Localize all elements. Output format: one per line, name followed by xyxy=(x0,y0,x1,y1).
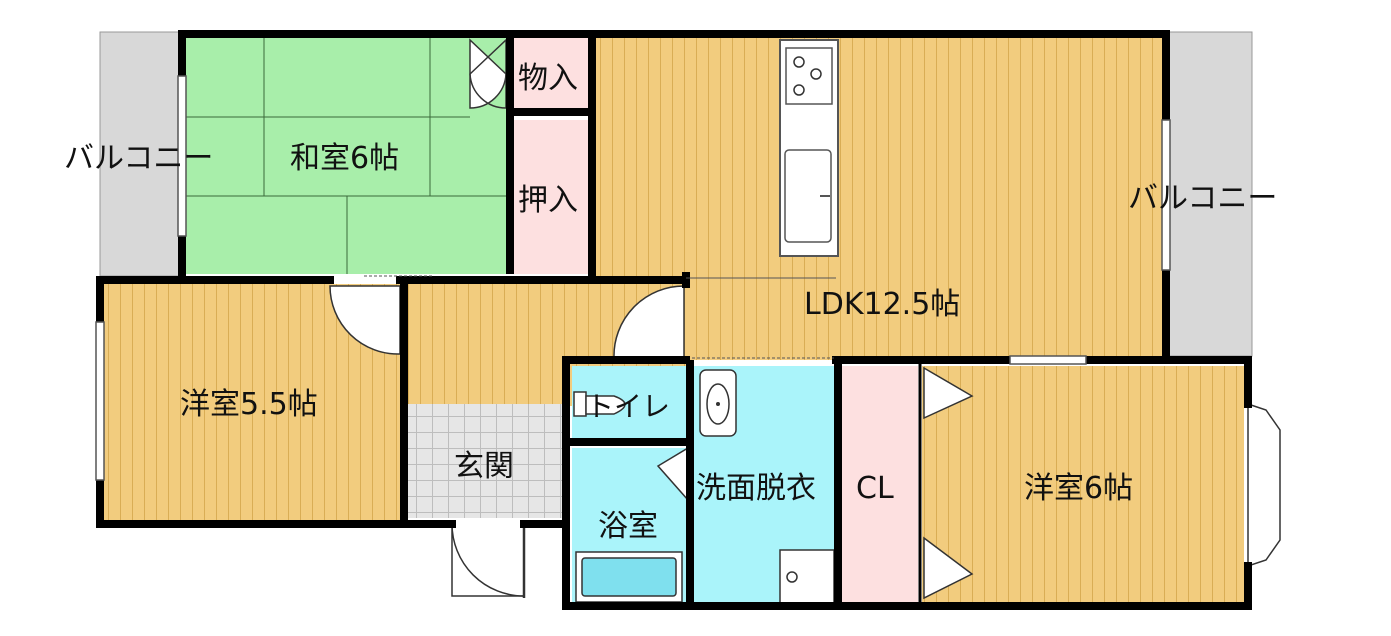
door-swings xyxy=(329,38,685,598)
oshiire-floor xyxy=(514,120,592,274)
ldk-floor-lower xyxy=(686,276,836,360)
genkan-floor xyxy=(408,404,566,518)
bath-label: 浴室 xyxy=(598,509,658,544)
stove-icon xyxy=(785,47,833,105)
tatami-lines xyxy=(186,38,508,274)
oshiire-label: 押入 xyxy=(518,183,578,218)
washitsu-label: 和室6帖 xyxy=(290,141,399,176)
ldk-label: LDK12.5帖 xyxy=(804,287,960,322)
closet-label: CL xyxy=(856,471,894,506)
balcony-right-label: バルコニー xyxy=(1128,181,1277,216)
balcony-right xyxy=(1167,31,1253,357)
walls xyxy=(96,30,1252,610)
youshitsu-right-label: 洋室6帖 xyxy=(1024,471,1133,506)
monoire-label: 物入 xyxy=(518,61,578,96)
washer-space-icon xyxy=(779,549,835,605)
sink-icon xyxy=(784,149,832,243)
youshitsu-left-label: 洋室5.5帖 xyxy=(180,387,318,422)
genkan-label: 玄関 xyxy=(454,449,514,484)
kitchen-counter xyxy=(779,39,839,257)
closet-floor xyxy=(842,366,918,604)
monoire-floor xyxy=(514,38,592,112)
closet-door-icons xyxy=(923,366,974,600)
windows xyxy=(95,75,1171,481)
senmen-label: 洗面脱衣 xyxy=(696,471,816,506)
washbasin-icon xyxy=(699,369,737,437)
youshitsu-right-floor xyxy=(922,366,1244,604)
bay-window xyxy=(1247,402,1281,568)
balcony-left-label: バルコニー xyxy=(64,141,213,176)
toilet-label: トイレ xyxy=(586,390,670,423)
bathtub-icon xyxy=(575,551,683,603)
toilet-icon xyxy=(573,391,626,417)
balcony-left xyxy=(99,31,185,277)
